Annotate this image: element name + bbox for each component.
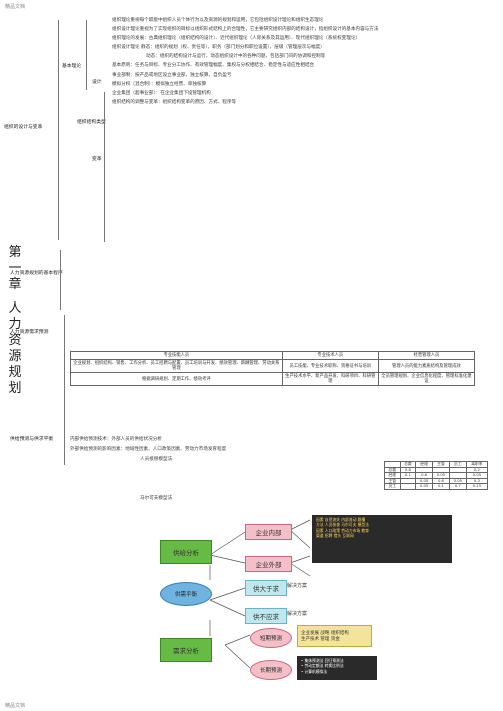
flow-solve-1: 解决方案 <box>287 583 308 589</box>
title-char: 人 <box>8 301 22 316</box>
supply-line: 人员接替模型法 <box>140 457 173 462</box>
flow-demand-analysis: 需求分析 <box>160 638 212 662</box>
flow-labor-surplus: 供大于求 <box>245 580 287 596</box>
bracket-line <box>64 315 65 465</box>
outline-line: 组织结构的调整与变革：组织结构变革的原因、方式、程序等 <box>112 100 237 105</box>
note-line: 企业发展 战略 组织结构 <box>301 631 349 636</box>
table-cell: 0.05 <box>465 472 489 479</box>
bracket-line <box>60 250 61 310</box>
heading-org-design: 组织的设计与变革 <box>4 125 43 130</box>
flow-internal-supply: 企业内部 <box>245 524 292 540</box>
heading-structure-types: 组织结构类型 <box>77 120 106 125</box>
title-char: 资 <box>8 333 22 348</box>
note-line: 因素 人口政策 劳动力市场 教育 <box>316 527 369 533</box>
outline-line: 事业部制：按产品或地区设立事业部，独立核算，自负盈亏 <box>112 73 232 78</box>
note-line: • 计算机模拟法 <box>301 668 328 674</box>
outline-line: 基本原则：任务与目标、专业分工协作、有效管理幅度、集权与分权相结合、稳定性与适应… <box>112 63 315 68</box>
outline-line: 组织理论的发展：古典组织理论（组织结构的设计）、近代组织理论（人际关系及其运用）… <box>112 36 361 41</box>
flow-solve-2: 解决方案 <box>287 611 308 617</box>
outline-line: 企业集团（超事业部）：在企业集团下设管理机构 <box>112 91 211 96</box>
title-char: 规 <box>8 365 22 380</box>
title-char: 第 <box>8 245 22 260</box>
title-char: 一 <box>8 261 22 276</box>
chapter-title: 第 一 章 人 力 资 源 规 划 <box>8 245 22 397</box>
table-cell: 离职率 <box>465 461 489 468</box>
heading-supply-forecast: 供给预测与供求平衡 <box>10 437 54 442</box>
bracket-line <box>104 92 105 242</box>
table-cell: 全员管理规划、企业信息化程度、管理标准化建设 <box>377 372 476 386</box>
watermark-top: 精品文档 <box>5 4 26 10</box>
note-internal-factors: 因素 自然流失 内部流动 跳槽 方法 人员核查 马尔可夫 模型法 因素 人口政策… <box>312 515 452 563</box>
markov-table: 总裁 经理 主管 员工 离职率 总裁 0.8 0.2 经理 0.1 0.6 0.… <box>384 461 489 490</box>
supply-line: 内部供给预测技术：外部人员的供给状况分析 <box>70 437 162 442</box>
table-cell: 0.2 <box>465 466 489 474</box>
note-line: • 劳动定额法 转换比例法 <box>301 663 344 669</box>
table-cell: 生产技术水平、新产品开发、科研项目、科研管理 <box>281 372 379 386</box>
supply-line: 马尔可夫模型法 <box>140 496 173 501</box>
outline-line: 组织理论重视每个职能中组织人员个体行为以及资源的规划和运用，它包括组织设计理论和… <box>112 18 324 23</box>
bracket-line <box>86 20 87 90</box>
heading-change: 变革 <box>92 157 102 162</box>
heading-demand-forecast: 人力资源需求预测 <box>10 330 49 335</box>
note-line: 因素 自然流失 内部流动 跳槽 <box>316 517 366 522</box>
flow-supply-analysis: 供给分析 <box>160 540 212 564</box>
bracket-line <box>58 20 59 240</box>
watermark-bottom: 精品文档 <box>5 703 26 709</box>
flow-long-term: 长期预测 <box>250 660 292 680</box>
table-cell: 0.3 <box>465 477 489 485</box>
note-line: 生产技术 管理 资金 <box>301 637 340 642</box>
note-line: 方法 人员核查 马尔可夫 模型法 <box>316 522 369 528</box>
note-line: • 集体预测法 回归预测法 <box>301 658 344 663</box>
flow-short-term: 短期预测 <box>250 628 292 648</box>
note-demand-factors: 企业发展 战略 组织结构 生产技术 管理 资金 <box>297 625 372 647</box>
supply-line: 外部供给预测的影响因素：地域性因素、人口政策因素、劳动力市场发育程度 <box>70 447 227 452</box>
table-cell: 根据调研规划、定期工作、绩效考评 <box>70 372 283 386</box>
flow-balance: 供需平衡 <box>160 582 212 606</box>
heading-basic-principles: 基本理论 <box>62 64 82 69</box>
outline-line: 动态：组织的结构设计与运行，动态组织设计中的各种问题，包括部门间的协调和控制等 <box>146 54 326 59</box>
heading-hr-planning: 人力资源规划的基本程序 <box>10 271 63 276</box>
demand-factor-table: 专业技能人员 专业技术人员 经营管理人员 企业规划、组织结构、销售、工作分析、员… <box>70 351 476 386</box>
flow-external-supply: 企业外部 <box>245 556 292 572</box>
table-cell: 0.15 <box>465 483 489 490</box>
outline-line: 组织设计理论 静态：组织的规划（权、责任等），职务（部门划分和职位设置），层级（… <box>112 45 325 50</box>
flow-labor-shortage: 供不应求 <box>245 608 287 624</box>
title-char: 力 <box>8 317 22 332</box>
title-char: 划 <box>8 381 22 396</box>
note-line: 渠道 招聘 猎头 互联网 <box>316 532 354 538</box>
outline-line: 组织设计理论重视为了实现组织的目标以组织形式结构上的合理性，它主要研究组织内部的… <box>112 27 379 32</box>
outline-line: 模拟分权（混合制）：模拟独立经营、单独核算 <box>112 82 207 87</box>
note-forecast-methods: • 集体预测法 回归预测法 • 劳动定额法 转换比例法 • 计算机模拟法 <box>297 656 377 680</box>
heading-design: 设计 <box>92 80 102 85</box>
title-char: 章 <box>8 277 22 292</box>
title-char: 源 <box>8 349 22 364</box>
